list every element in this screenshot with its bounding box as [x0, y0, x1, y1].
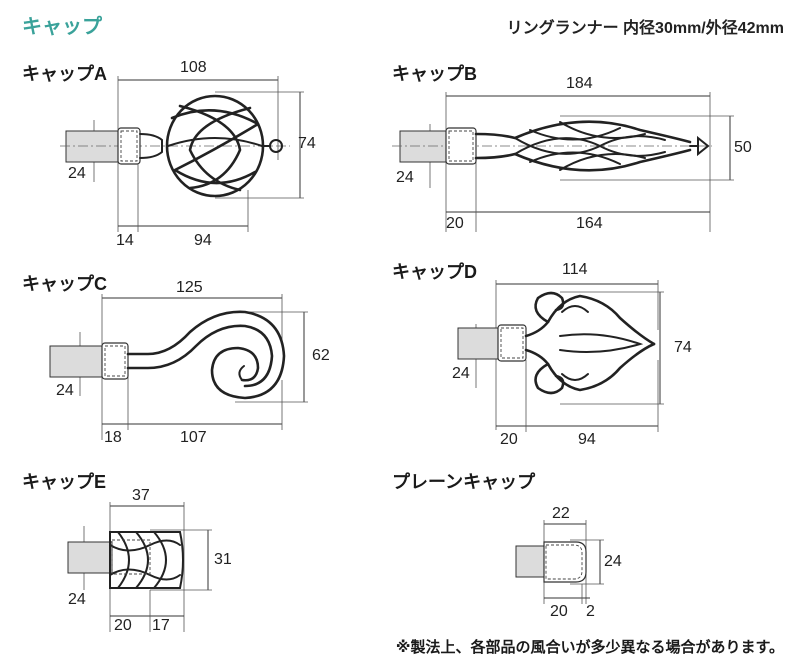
cap-a-label: キャップA — [22, 64, 107, 84]
cap-a-body: 94 — [194, 232, 212, 249]
cap-b-height: 50 — [734, 139, 752, 156]
cap-a-width: 108 — [180, 59, 207, 76]
cap-c-body: 107 — [180, 429, 207, 446]
cap-c-insert: 18 — [104, 429, 122, 446]
plain-cap-height: 24 — [604, 553, 622, 570]
cap-d-drawing — [457, 280, 664, 432]
cap-d-height: 74 — [674, 339, 692, 356]
cap-b-insert: 20 — [446, 215, 464, 232]
cap-b-rod: 24 — [396, 169, 414, 186]
cap-d-width: 114 — [562, 261, 588, 278]
cap-d-rod: 24 — [452, 365, 470, 382]
cap-c-drawing — [49, 294, 308, 440]
cap-b-drawing — [392, 92, 734, 232]
cap-a-rod: 24 — [68, 165, 86, 182]
plain-cap-insert: 20 — [550, 603, 568, 620]
plain-cap-drawing — [515, 520, 604, 604]
cap-b-width: 184 — [566, 75, 593, 92]
footnote: ※製法上、各部品の風合いが多少異なる場合があります。 — [395, 639, 784, 656]
cap-d-body: 94 — [578, 431, 596, 448]
cap-e-height: 31 — [214, 551, 232, 568]
cap-b-body: 164 — [576, 215, 603, 232]
cap-e-rod: 24 — [68, 591, 86, 608]
cap-d-label: キャップD — [392, 262, 477, 282]
page-title: キャップ — [22, 16, 102, 38]
cap-c-rod: 24 — [56, 382, 74, 399]
cap-c-height: 62 — [312, 347, 330, 364]
cap-e-width: 37 — [132, 487, 150, 504]
cap-a-height: 74 — [298, 135, 316, 152]
ring-runner-spec: リングランナー 内径30mm/外径42mm — [506, 20, 784, 37]
cap-b-label: キャップB — [392, 64, 477, 84]
cap-a-drawing — [60, 76, 304, 232]
cap-d-insert: 20 — [500, 431, 518, 448]
cap-c-width: 125 — [176, 279, 203, 296]
cap-e-drawing — [67, 502, 212, 632]
plain-cap-width: 22 — [552, 505, 570, 522]
cap-e-insert: 20 — [114, 617, 132, 634]
cap-a-insert: 14 — [116, 232, 134, 249]
plain-cap-label: プレーンキャップ — [392, 472, 536, 492]
cap-c-label: キャップC — [22, 274, 107, 294]
plain-cap-wall: 2 — [586, 603, 595, 620]
cap-e-body: 17 — [152, 617, 170, 634]
cap-e-label: キャップE — [22, 472, 107, 492]
